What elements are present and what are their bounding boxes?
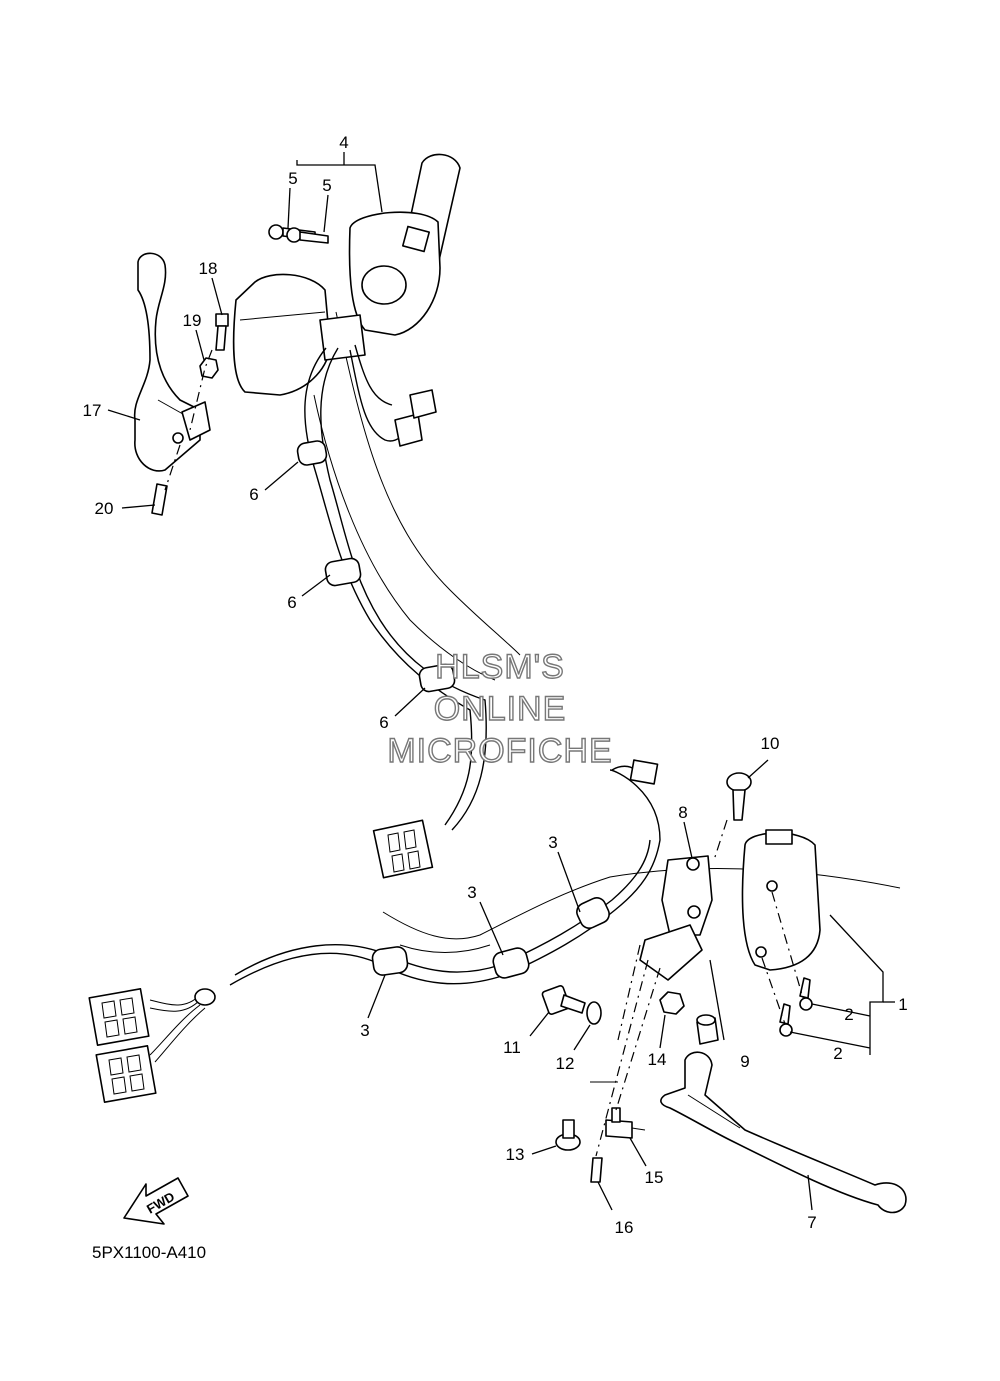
- callout-8: 8: [678, 803, 687, 822]
- callout-6: 6: [287, 593, 296, 612]
- left-switch-assembly: [232, 153, 461, 396]
- callout-10: 10: [761, 734, 780, 753]
- callout-9: 9: [740, 1052, 749, 1071]
- left-lever-17: [133, 252, 211, 472]
- drawing-code: 5PX1100-A410: [92, 1243, 206, 1262]
- callout-5: 5: [322, 176, 331, 195]
- screw-16: [590, 1157, 603, 1183]
- callout-11: 11: [503, 1038, 521, 1057]
- watermark-line-3: MICROFICHE: [387, 732, 612, 770]
- pivot-bolt-11: [541, 985, 586, 1015]
- main-harness: [88, 759, 661, 1103]
- callout-12: 12: [556, 1054, 575, 1073]
- screw-2-upper: [799, 977, 813, 1011]
- screw-2-lower: [779, 1003, 793, 1037]
- callout-20: 20: [95, 499, 114, 518]
- washer-12: [586, 1001, 602, 1025]
- callout-1: 1: [898, 995, 907, 1014]
- callout-17: 17: [83, 401, 102, 420]
- right-lever-7: [660, 1051, 907, 1214]
- callout-2: 2: [833, 1044, 842, 1063]
- callout-labels: 1 2 2 3 3 3 3 4 5 5 6 6 6 7 8 9 10 11 12…: [83, 133, 908, 1237]
- leader-lines: [107, 152, 895, 1211]
- collar-9: [696, 1014, 719, 1045]
- bolt-18: [215, 313, 229, 351]
- callout-5: 5: [288, 169, 297, 188]
- callout-13: 13: [506, 1145, 525, 1164]
- callout-14: 14: [648, 1050, 667, 1069]
- callout-18: 18: [199, 259, 218, 278]
- callout-7: 7: [807, 1213, 816, 1232]
- callout-6: 6: [379, 713, 388, 732]
- screw-10: [726, 772, 752, 821]
- callout-2: 2: [844, 1005, 853, 1024]
- watermark: HLSM'S ONLINE MICROFICHE: [387, 647, 613, 770]
- screw-13: [555, 1119, 581, 1151]
- callout-19: 19: [183, 311, 202, 330]
- callout-6: 6: [249, 485, 258, 504]
- screw-5-lower: [286, 227, 329, 244]
- right-switch-assembly: [639, 829, 821, 981]
- callout-3: 3: [548, 833, 557, 852]
- left-harness: [296, 344, 487, 879]
- watermark-line-1: HLSM'S: [435, 648, 565, 686]
- nut-14: [659, 991, 685, 1015]
- callout-4: 4: [339, 133, 348, 152]
- screw-20: [151, 483, 168, 516]
- watermark-line-2: ONLINE: [434, 690, 567, 728]
- callout-16: 16: [615, 1218, 634, 1237]
- callout-3: 3: [467, 883, 476, 902]
- switch-15: [605, 1107, 646, 1139]
- nut-19: [199, 357, 219, 379]
- callout-3: 3: [360, 1021, 369, 1040]
- fwd-arrow-icon: FWD: [123, 1177, 189, 1225]
- callout-15: 15: [645, 1168, 664, 1187]
